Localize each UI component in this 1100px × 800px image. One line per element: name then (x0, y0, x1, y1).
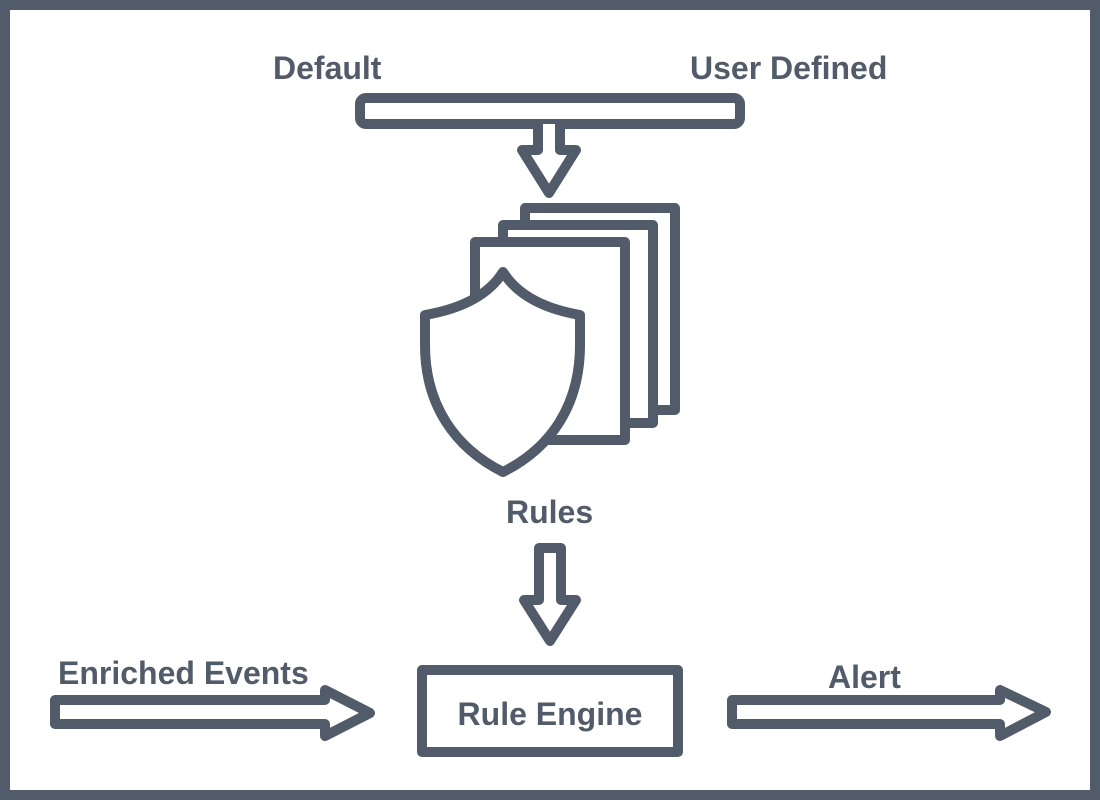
source-merge-bar (355, 93, 745, 129)
label-default: Default (273, 50, 382, 86)
arrow-enriched-events (50, 685, 375, 741)
arrow-down-to-rules (517, 119, 581, 198)
label-user-defined: User Defined (690, 50, 888, 86)
label-alert: Alert (828, 659, 901, 695)
label-enriched-events: Enriched Events (58, 655, 309, 691)
rule-engine-box (417, 665, 683, 757)
arrow-down-to-engine (519, 543, 581, 646)
arrow-alert (727, 685, 1051, 741)
label-rules: Rules (506, 494, 594, 530)
shield-icon (420, 267, 585, 477)
label-rule-engine: Rule Engine (457, 696, 643, 732)
